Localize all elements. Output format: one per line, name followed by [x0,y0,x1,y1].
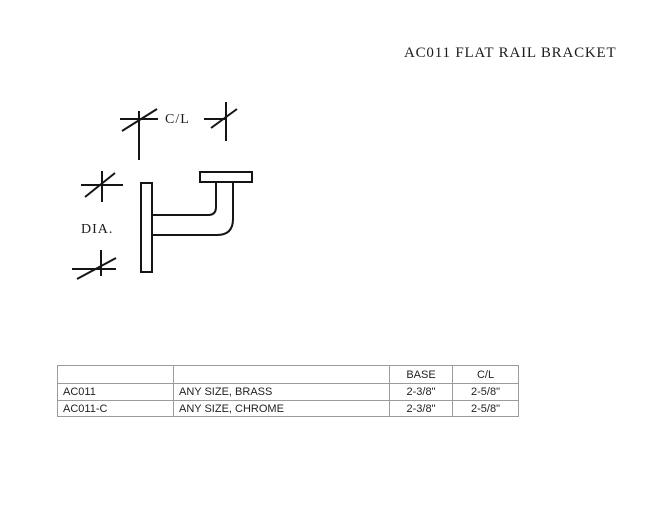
table-row: AC011 ANY SIZE, BRASS 2-3/8" 2-5/8" [57,383,519,401]
dim-tick-left [121,108,158,132]
cell-base: 2-3/8" [389,383,453,401]
centerline-label: C/L [165,112,190,127]
cell-cl: 2-5/8" [452,400,519,417]
spec-table: BASE C/L AC011 ANY SIZE, BRASS 2-3/8" 2-… [57,365,519,417]
header-description [173,365,390,384]
header-base: BASE [389,365,453,384]
cell-part: AC011-C [57,400,174,417]
spec-table-header-row: BASE C/L [57,365,519,384]
cell-description: ANY SIZE, CHROME [173,400,390,417]
cell-cl: 2-5/8" [452,383,519,401]
dimension-centerline: C/L [120,102,238,160]
wall-plate [140,182,153,273]
rail-saddle [199,171,253,183]
bracket-arm [150,180,234,236]
dim-tick-bottom [76,257,117,280]
cell-description: ANY SIZE, BRASS [173,383,390,401]
bracket-profile [140,171,253,273]
header-cl: C/L [452,365,519,384]
header-part [57,365,174,384]
cell-part: AC011 [57,383,174,401]
dim-tick-right [210,108,238,129]
dim-tick-top [84,172,116,198]
diameter-label: DIA. [81,222,113,237]
page-title: AC011 FLAT RAIL BRACKET [404,45,617,61]
table-row: AC011-C ANY SIZE, CHROME 2-3/8" 2-5/8" [57,400,519,417]
cell-base: 2-3/8" [389,400,453,417]
dimension-diameter: DIA. [72,171,123,280]
